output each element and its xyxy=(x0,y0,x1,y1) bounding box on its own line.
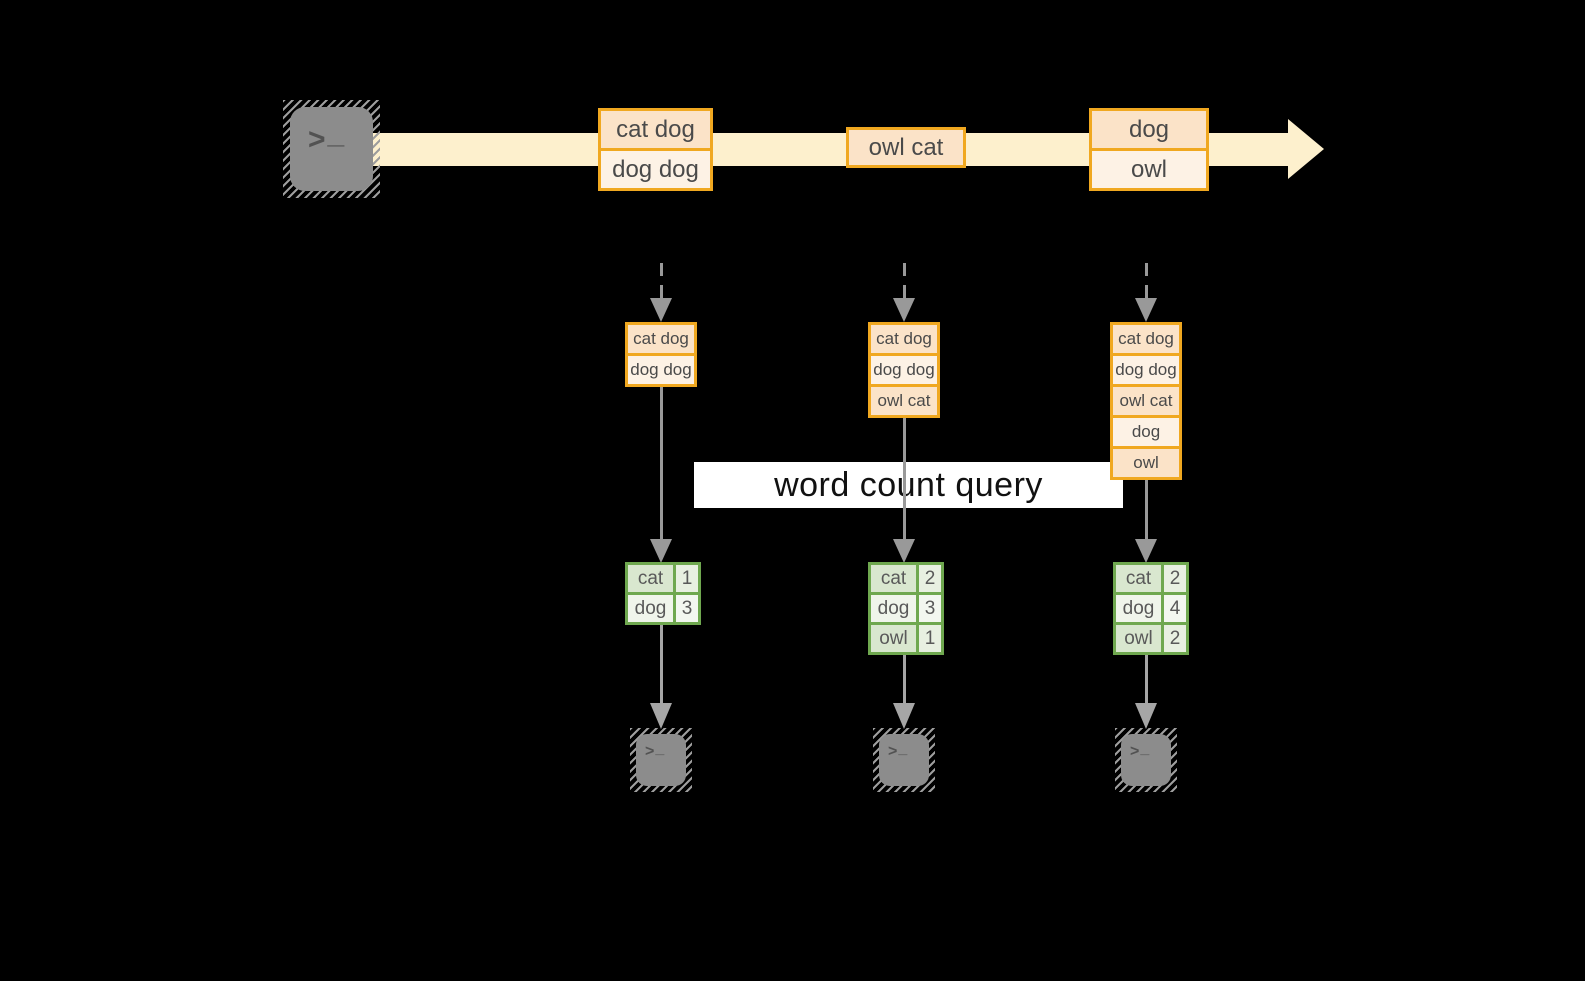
output-arrow-line-1 xyxy=(659,625,663,704)
word-cell: cat xyxy=(628,565,673,592)
state-line: owl cat xyxy=(871,384,937,415)
stream-arrowhead-icon xyxy=(1288,119,1324,179)
prompt-underscore: _ xyxy=(898,740,909,757)
prompt-chevron: > xyxy=(645,743,656,760)
sink-terminal-icon-1: >_ xyxy=(630,728,692,792)
prompt-icon: >_ xyxy=(879,734,908,761)
ingest-arrowhead-2 xyxy=(892,298,915,322)
query-label: word count query xyxy=(694,462,1123,508)
count-cell: 2 xyxy=(1161,625,1186,652)
state-line: cat dog xyxy=(1113,325,1179,353)
stream-event-box-2: owl cat xyxy=(846,127,966,168)
table-row: cat 1 xyxy=(628,565,698,592)
state-line: cat dog xyxy=(628,325,694,353)
prompt-underscore: _ xyxy=(1140,740,1151,757)
state-line: dog dog xyxy=(628,353,694,384)
prompt-underscore: _ xyxy=(327,117,347,150)
prompt-chevron: > xyxy=(888,743,899,760)
output-arrowhead-1 xyxy=(649,703,672,729)
state-line: owl cat xyxy=(1113,384,1179,415)
table-row: owl 2 xyxy=(1116,622,1186,652)
stream-event-box-1: cat dog dog dog xyxy=(598,108,713,191)
query-arrowhead-2 xyxy=(892,539,915,563)
stream-event-box-3: dog owl xyxy=(1089,108,1209,191)
word-count-table-1: cat 1 dog 3 xyxy=(625,562,701,625)
ingest-arrow-line-1 xyxy=(659,263,663,298)
state-line: owl xyxy=(1113,446,1179,477)
stream-event-line: dog xyxy=(1092,111,1206,148)
stream-event-line: cat dog xyxy=(601,111,710,148)
count-cell: 3 xyxy=(916,595,941,622)
word-cell: cat xyxy=(1116,565,1161,592)
word-cell: owl xyxy=(1116,625,1161,652)
word-count-table-2: cat 2 dog 3 owl 1 xyxy=(868,562,944,655)
word-cell: cat xyxy=(871,565,916,592)
ingest-arrow-line-3 xyxy=(1144,263,1148,298)
word-cell: dog xyxy=(628,595,673,622)
ingest-arrowhead-3 xyxy=(1134,298,1157,322)
query-arrow-line-3 xyxy=(1144,480,1148,543)
count-cell: 4 xyxy=(1161,595,1186,622)
stream-event-line: dog dog xyxy=(601,148,710,188)
word-count-table-3: cat 2 dog 4 owl 2 xyxy=(1113,562,1189,655)
terminal-screen: >_ xyxy=(290,107,373,191)
state-box-3: cat dog dog dog owl cat dog owl xyxy=(1110,322,1182,480)
state-line: cat dog xyxy=(871,325,937,353)
ingest-arrowhead-1 xyxy=(649,298,672,322)
state-line: dog xyxy=(1113,415,1179,446)
query-label-text: word count query xyxy=(774,465,1043,504)
stream-event-line: owl xyxy=(1092,148,1206,188)
prompt-icon: >_ xyxy=(636,734,665,761)
word-cell: owl xyxy=(871,625,916,652)
table-row: cat 2 xyxy=(871,565,941,592)
word-cell: dog xyxy=(1116,595,1161,622)
prompt-chevron: > xyxy=(1130,743,1141,760)
stream-event-line: owl cat xyxy=(849,130,963,165)
state-line: dog dog xyxy=(1113,353,1179,384)
query-arrow-line-2 xyxy=(902,418,906,543)
table-row: owl 1 xyxy=(871,622,941,652)
terminal-screen: >_ xyxy=(879,734,929,786)
output-arrowhead-2 xyxy=(892,703,915,729)
query-arrowhead-3 xyxy=(1134,539,1157,563)
count-cell: 3 xyxy=(673,595,698,622)
prompt-icon: >_ xyxy=(1121,734,1150,761)
terminal-screen: >_ xyxy=(636,734,686,786)
terminal-screen: >_ xyxy=(1121,734,1171,786)
prompt-underscore: _ xyxy=(655,740,666,757)
count-cell: 2 xyxy=(1161,565,1186,592)
query-arrow-line-1 xyxy=(659,386,663,543)
sink-terminal-icon-2: >_ xyxy=(873,728,935,792)
state-box-2: cat dog dog dog owl cat xyxy=(868,322,940,418)
prompt-icon: >_ xyxy=(290,107,346,157)
table-row: dog 4 xyxy=(1116,592,1186,622)
table-row: dog 3 xyxy=(871,592,941,622)
table-row: dog 3 xyxy=(628,592,698,622)
sink-terminal-icon-3: >_ xyxy=(1115,728,1177,792)
output-arrow-line-3 xyxy=(1144,655,1148,704)
word-cell: dog xyxy=(871,595,916,622)
ingest-arrow-line-2 xyxy=(902,263,906,298)
state-line: dog dog xyxy=(871,353,937,384)
prompt-chevron: > xyxy=(308,123,328,156)
state-box-1: cat dog dog dog xyxy=(625,322,697,387)
output-arrowhead-3 xyxy=(1134,703,1157,729)
table-row: cat 2 xyxy=(1116,565,1186,592)
source-terminal-icon: >_ xyxy=(283,100,380,198)
count-cell: 1 xyxy=(673,565,698,592)
query-arrowhead-1 xyxy=(649,539,672,563)
count-cell: 2 xyxy=(916,565,941,592)
output-arrow-line-2 xyxy=(902,655,906,704)
count-cell: 1 xyxy=(916,625,941,652)
